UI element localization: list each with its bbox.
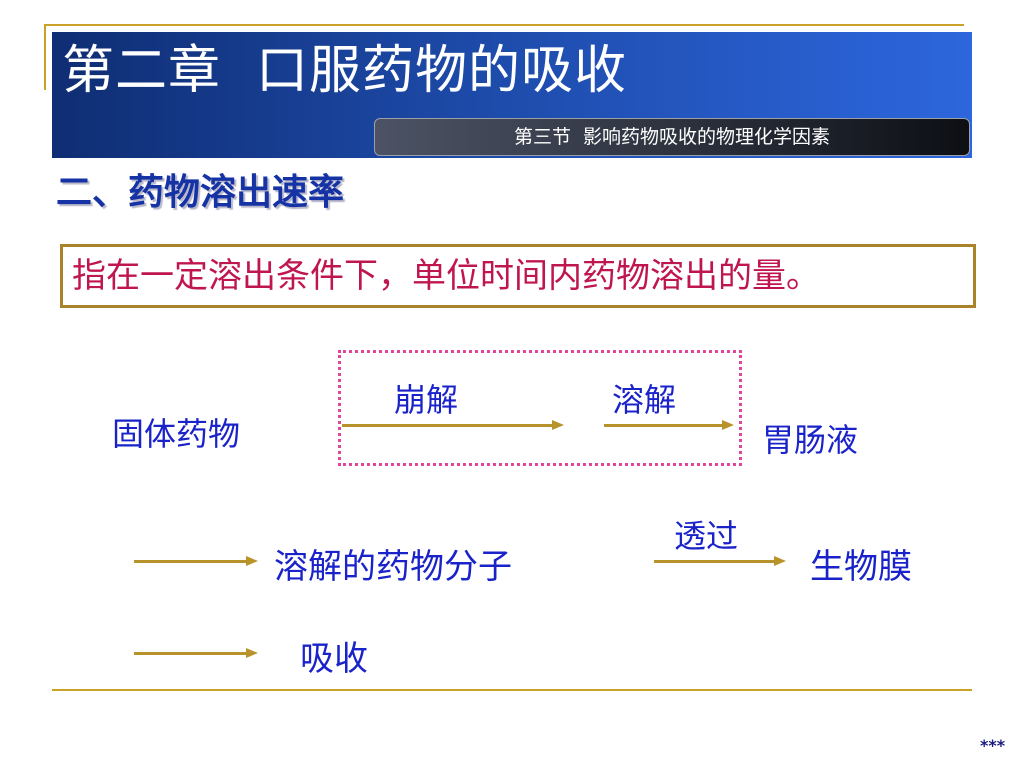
definition-box (60, 244, 976, 308)
top-divider (44, 24, 964, 26)
sub-heading: 二、药物溶出速率 (56, 172, 345, 213)
bottom-divider (52, 689, 972, 691)
process-frame (338, 350, 742, 466)
biomembrane-label: 生物膜 (810, 547, 912, 587)
gi-fluid-label: 胃肠液 (762, 421, 859, 459)
left-accent-line (44, 24, 46, 90)
disintegration-arrow (342, 418, 564, 432)
section-label: 第三节 影响药物吸收的物理化学因素 (513, 126, 831, 148)
absorption-arrow (134, 646, 258, 660)
footer-mark: *** (980, 736, 1006, 755)
permeation-label: 透过 (674, 517, 739, 555)
disintegration-label: 崩解 (394, 381, 459, 419)
section-pill (374, 118, 970, 156)
dissolution-label: 溶解 (612, 381, 677, 419)
absorption-label: 吸收 (300, 639, 368, 679)
to-molecules-arrow (134, 554, 258, 568)
solid-drug-label: 固体药物 (112, 415, 241, 453)
chapter-title: 第二章 口服药物的吸收 (62, 41, 628, 101)
permeation-arrow (654, 554, 786, 568)
dissolution-arrow (604, 418, 734, 432)
dissolved-molecules-label: 溶解的药物分子 (274, 547, 512, 587)
definition-text: 指在一定溶出条件下，单位时间内药物溶出的量。 (72, 256, 820, 296)
